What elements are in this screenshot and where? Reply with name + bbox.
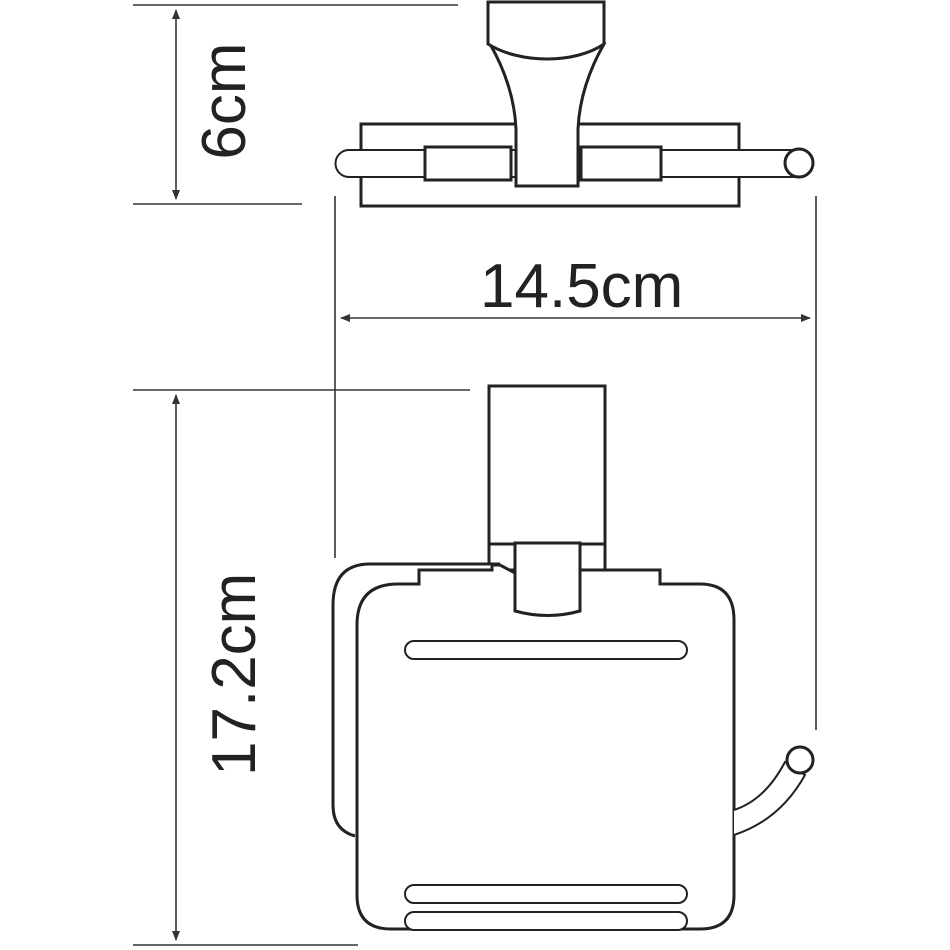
front-slot-top — [404, 640, 688, 660]
front-view — [331, 384, 815, 931]
top-arm-neck — [487, 42, 607, 188]
depth-label: 6cm — [190, 42, 259, 160]
width-dimension — [334, 196, 817, 730]
top-right-clamp — [579, 145, 663, 182]
top-rod-end-cap — [783, 147, 815, 179]
width-label: 14.5cm — [480, 252, 684, 321]
front-slot-bottom-1 — [404, 884, 688, 904]
depth-dimension — [133, 4, 458, 205]
top-arm-head — [486, 0, 606, 61]
top-left-clamp — [423, 145, 513, 182]
height-dimension — [133, 389, 470, 946]
front-rod-arm — [733, 760, 807, 836]
front-rod-end-cap — [785, 745, 815, 775]
front-slot-bottom-2 — [404, 911, 688, 931]
height-label: 17.2cm — [200, 572, 269, 776]
front-hinge-block — [513, 541, 582, 617]
front-cover-body — [355, 563, 736, 931]
top-view — [334, 0, 815, 208]
front-wall-mount — [487, 384, 607, 546]
